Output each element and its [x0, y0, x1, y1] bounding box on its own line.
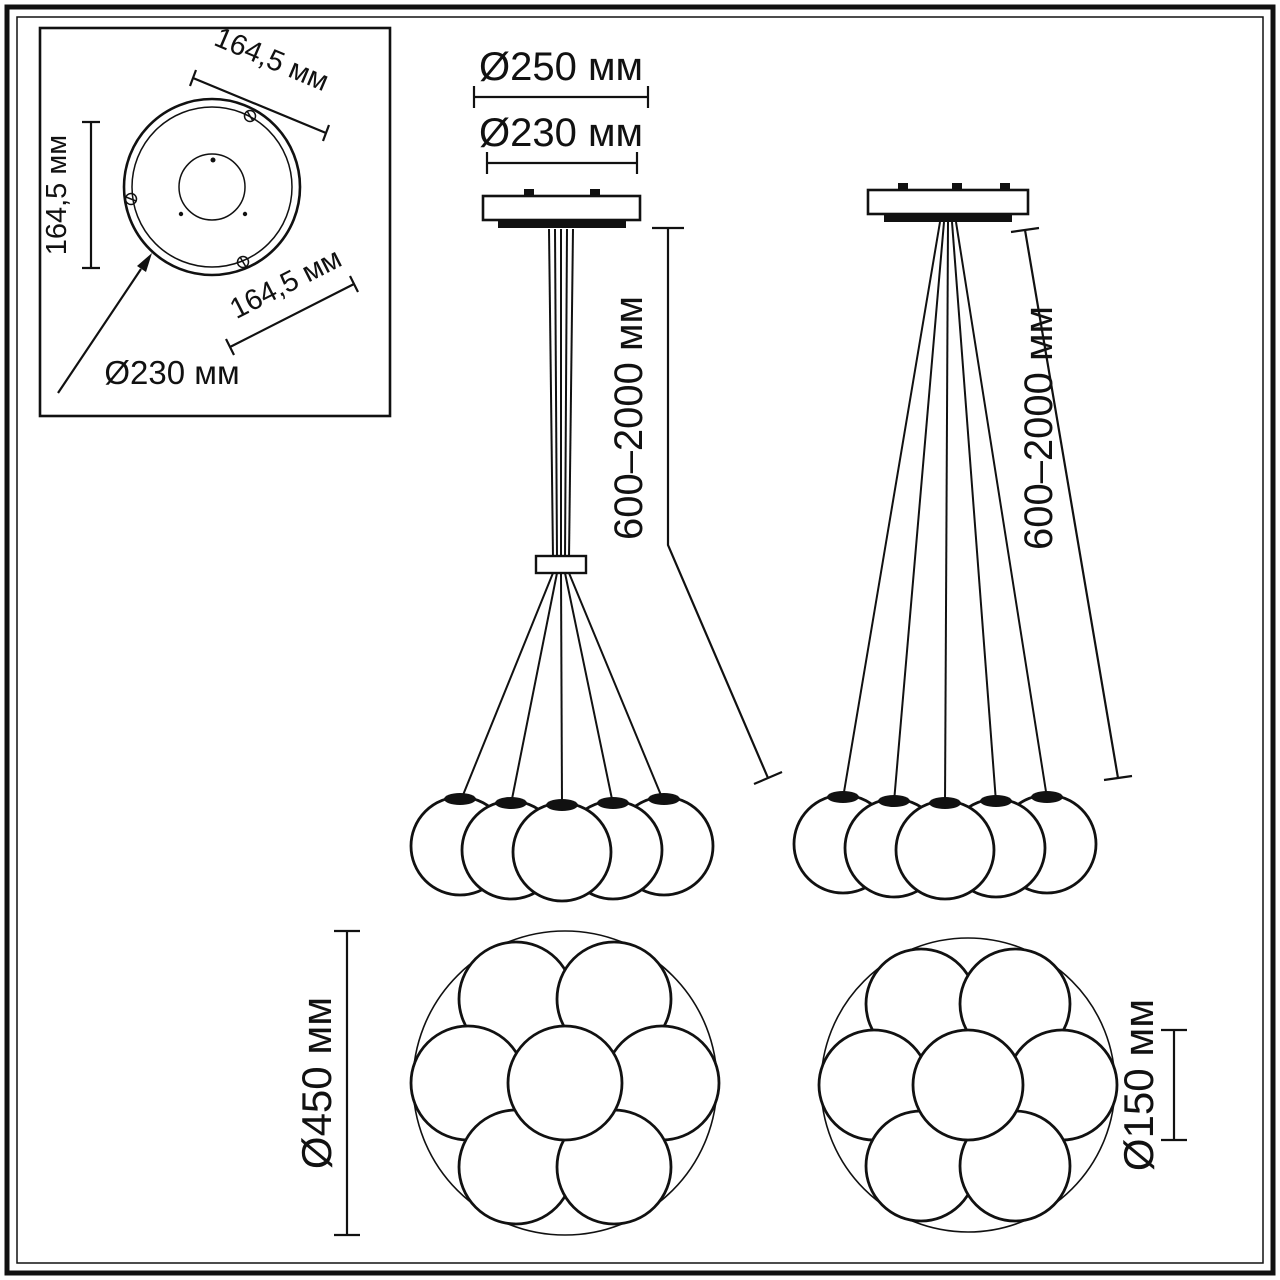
cluster-plan-large: Ø450 мм — [293, 929, 721, 1237]
dim-label-plate-outer: Ø250 мм — [479, 45, 643, 89]
cluster-plan-small: Ø150 мм — [817, 937, 1187, 1233]
dim-label-screw-spacing-left: 164,5 мм — [41, 135, 73, 256]
dim-label-cable-length-right: 600–2000 мм — [1017, 306, 1061, 550]
dim-label-cable-length-center: 600–2000 мм — [607, 296, 651, 540]
dimension-canopy-diameter: Ø230 мм — [57, 253, 240, 394]
ceiling-canopy-side — [866, 183, 1030, 222]
dimension-screw-spacing-top: 164,5 мм — [188, 21, 333, 142]
page-frame — [4, 4, 1276, 1276]
dimension-plate-outer: Ø250 мм — [472, 45, 650, 108]
ball-socket — [444, 793, 476, 805]
mounting-screws — [124, 109, 257, 269]
dimension-cluster-diameter: Ø450 мм — [293, 929, 360, 1237]
ball-socket — [1031, 791, 1063, 803]
glass-ball-cluster-side — [792, 791, 1098, 901]
ceiling-canopy-side — [481, 189, 642, 228]
ball-socket — [929, 797, 961, 809]
dimension-screw-spacing-left: 164,5 мм — [41, 120, 100, 270]
ball-socket — [597, 797, 629, 809]
dimension-cable-length-center: 600–2000 мм — [607, 226, 783, 786]
dimension-cable-length-right: 600–2000 мм — [1010, 226, 1133, 782]
pendant-elevation-bunched: Ø250 мм Ø230 мм — [409, 45, 783, 903]
dimension-plate-inner: Ø230 мм — [479, 111, 643, 174]
dim-label-screw-spacing-lower: 164,5 мм — [225, 242, 347, 325]
dim-label-screw-spacing-top: 164,5 мм — [210, 21, 333, 98]
ball-socket — [648, 793, 680, 805]
dim-label-ball-diameter: Ø150 мм — [1115, 999, 1162, 1171]
canopy-plan-circles — [122, 97, 302, 277]
dimension-ball-diameter: Ø150 мм — [1115, 999, 1187, 1171]
suspension-cables — [460, 228, 664, 807]
ball-socket — [827, 791, 859, 803]
ball-socket — [546, 799, 578, 811]
glass-balls-plan — [409, 940, 721, 1226]
dim-label-canopy-diameter: Ø230 мм — [104, 354, 239, 391]
canopy-plan-inset: 164,5 мм 164,5 мм 164,5 мм Ø230 мм — [38, 21, 392, 418]
cable-collar — [534, 554, 588, 575]
inset-border — [38, 26, 392, 418]
suspension-cables — [842, 221, 1048, 805]
ball-socket — [495, 797, 527, 809]
dim-label-plate-inner: Ø230 мм — [479, 111, 643, 155]
glass-balls-plan — [817, 947, 1119, 1223]
arrow-head-icon — [137, 253, 152, 272]
pendant-elevation-fanned: 600–2000 мм — [792, 183, 1133, 901]
ball-socket — [980, 795, 1012, 807]
dim-label-cluster-diameter: Ø450 мм — [293, 997, 340, 1169]
ball-socket — [878, 795, 910, 807]
glass-ball-cluster-side — [409, 793, 715, 903]
